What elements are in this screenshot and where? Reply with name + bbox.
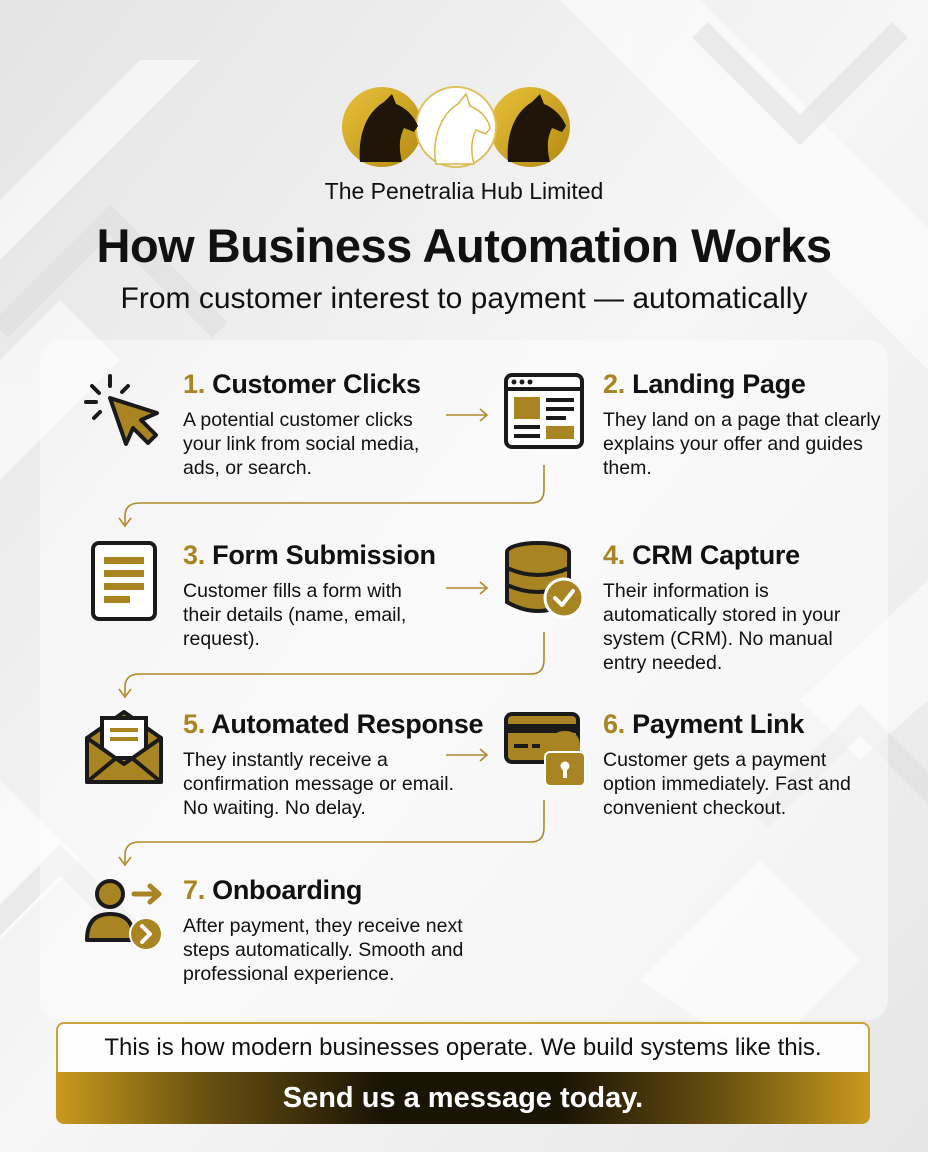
step-1-description: A potential customer clicks your link fr… — [183, 409, 420, 479]
cursor-click-icon — [84, 374, 159, 446]
web-page-icon — [504, 373, 584, 449]
step-5-description: They instantly receive a confirmation me… — [183, 749, 454, 819]
database-check-icon — [505, 541, 585, 619]
step-7-title: 7. Onboarding — [183, 875, 363, 905]
send-message-button[interactable]: Send us a message today. — [56, 1072, 870, 1124]
cta-statement: This is how modern businesses operate. W… — [56, 1022, 870, 1072]
step-6-title: 6. Payment Link — [603, 709, 805, 739]
step-4-description: Their information is automatically store… — [603, 580, 841, 674]
company-name: The Penetralia Hub Limited — [324, 178, 604, 204]
step-2-description: They land on a page that clearly explain… — [603, 409, 881, 479]
user-onboarding-icon — [85, 879, 163, 951]
form-document-icon — [91, 541, 157, 621]
step-6-description: Customer gets a payment option immediate… — [603, 749, 851, 819]
horse-logo-icon — [342, 86, 570, 168]
step-1-title: 1. Customer Clicks — [183, 369, 421, 399]
page-subtitle: From customer interest to payment — auto… — [120, 282, 808, 315]
envelope-icon — [85, 710, 163, 784]
step-4-title: 4. CRM Capture — [603, 540, 800, 570]
step-7-description: After payment, they receive next steps a… — [183, 915, 464, 985]
step-3-description: Customer fills a form with their details… — [183, 580, 407, 650]
step-2-title: 2. Landing Page — [603, 369, 806, 399]
step-3-title: 3. Form Submission — [183, 540, 436, 570]
page-title: How Business Automation Works — [96, 219, 832, 272]
card-lock-icon — [504, 712, 586, 787]
step-5-title: 5. Automated Response — [183, 709, 484, 739]
